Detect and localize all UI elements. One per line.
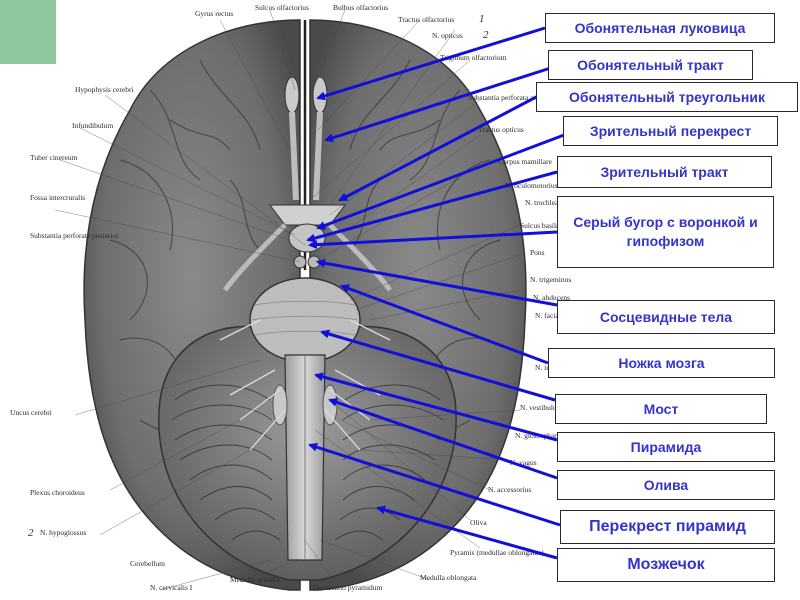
latin-n-facialis: N. facialis — [535, 311, 566, 320]
callout-arrows — [306, 26, 573, 560]
label-optic-tract: Зрительный тракт — [557, 156, 772, 188]
latin-n-glossopharyngeus: N. glossopharyngeus — [515, 431, 578, 440]
label-tuber-cinereum: Серый бугор с воронкой и гипофизом — [557, 196, 774, 268]
arrow-optic-tract — [306, 170, 558, 243]
latin-substantia: Substantia perforata anterior — [468, 93, 554, 102]
label-olfactory-bulb: Обонятельная луковица — [545, 13, 775, 43]
label-pyramid: Пирамида — [557, 432, 775, 462]
arrow-olfactory-tract — [324, 63, 561, 143]
latin-n-vestibulocochlearis: N. vestibulocochlearis — [520, 403, 587, 412]
latin-n-vagus: N. vagus — [510, 458, 537, 467]
arrow-olfactory-bulb — [316, 26, 546, 101]
label-mammillary-bodies: Сосцевидные тела — [557, 300, 775, 334]
arrow-optic-chiasm — [316, 130, 573, 230]
accent-square — [0, 0, 56, 64]
latin-infundibulum: Infundibulum — [72, 121, 113, 130]
latin-tractus-olfactorius: Tractus olfactorius — [398, 15, 454, 24]
number-2: 2 — [483, 29, 489, 41]
label-cerebral-peduncle: Ножка мозга — [548, 348, 775, 378]
latin-tractus-opticus: Tractus opticus — [478, 125, 524, 134]
latin-bulbus-olfactorius: Bulbus olfactorius — [333, 3, 388, 12]
latin-perforata: Substantia perforata posterior — [30, 231, 119, 240]
latin-tuber-cinereum: Tuber cinereum — [30, 153, 78, 162]
latin-fossa: Fossa intercruralis — [30, 193, 85, 202]
olfactory-structures — [284, 76, 328, 201]
latin-n-oculomotorius: N. oculomotorius — [505, 181, 558, 190]
latin-n-cervicalis: N. cervicalis I — [150, 583, 193, 592]
latin-labels: Gyrus rectus Sulcus olfactorius Bulbus o… — [10, 3, 587, 592]
label-olfactory-tract: Обонятельный тракт — [548, 50, 753, 80]
latin-n-trigeminus: N. trigeminus — [530, 275, 571, 284]
latin-trigonum: Trigonum olfactorium — [440, 53, 507, 62]
latin-decussatio: Decussatio pyramidum — [313, 583, 383, 592]
latin-pyramis: Pyramis (medullae oblongatae) — [450, 548, 544, 557]
cranial-nerves — [219, 319, 391, 451]
latin-n-trochlearis: N. trochlearis — [525, 198, 566, 207]
arrow-mammillary-bodies — [316, 258, 558, 307]
label-olive: Олива — [557, 470, 775, 500]
latin-gyrus-rectus: Gyrus rectus — [195, 9, 233, 18]
arrow-pyramid-decussation — [308, 442, 561, 527]
label-pyramid-decussation: Перекрест пирамид — [560, 510, 775, 544]
latin-oliva: Oliva — [470, 518, 487, 527]
pons-shape — [249, 277, 361, 363]
latin-n-abducens: N. abducens — [533, 293, 570, 302]
latin-n-hypoglossus: N. hypoglossus — [40, 528, 86, 537]
latin-plexus: Plexus choroideus — [30, 488, 85, 497]
latin-medulla-spinalis: Medulla spinalis — [230, 575, 280, 584]
arrow-pyramid — [314, 372, 558, 442]
latin-uncus: Uncus cerebri — [10, 408, 52, 417]
label-optic-chiasm: Зрительный перекрест — [563, 116, 778, 146]
arrow-pons — [320, 329, 556, 402]
latin-sulcus-olfactorius: Sulcus olfactorius — [255, 3, 309, 12]
arrow-cerebral-peduncle — [340, 284, 549, 365]
arrow-olive — [328, 398, 558, 480]
label-pons: Мост — [555, 394, 767, 424]
label-cerebellum: Мозжечок — [557, 548, 775, 582]
arrow-cerebellum — [376, 505, 558, 560]
diencephalon-structures — [223, 204, 392, 292]
arrow-tuber-cinereum — [308, 230, 558, 250]
number-2-left: 2 — [28, 527, 34, 539]
latin-sulcus-basilaris: Sulcus basilaris — [520, 221, 567, 230]
latin-n-opticus: N. opticus — [432, 31, 463, 40]
latin-n-accessorius: N. accessorius — [488, 485, 531, 494]
number-1: 1 — [479, 13, 485, 25]
latin-cerebellum: Cerebellum — [130, 559, 165, 568]
label-olfactory-triangle: Обонятельный треугольник — [536, 82, 798, 112]
latin-corpus-mamillare: Corpus mamillare — [498, 157, 553, 166]
latin-medulla-oblongata: Medulla oblongata — [420, 573, 477, 582]
latin-pons: Pons — [530, 248, 545, 257]
medulla-shape — [272, 354, 338, 561]
latin-hypophysis: Hypophysis cerebri — [75, 85, 134, 94]
arrow-olfactory-triangle — [338, 93, 541, 202]
